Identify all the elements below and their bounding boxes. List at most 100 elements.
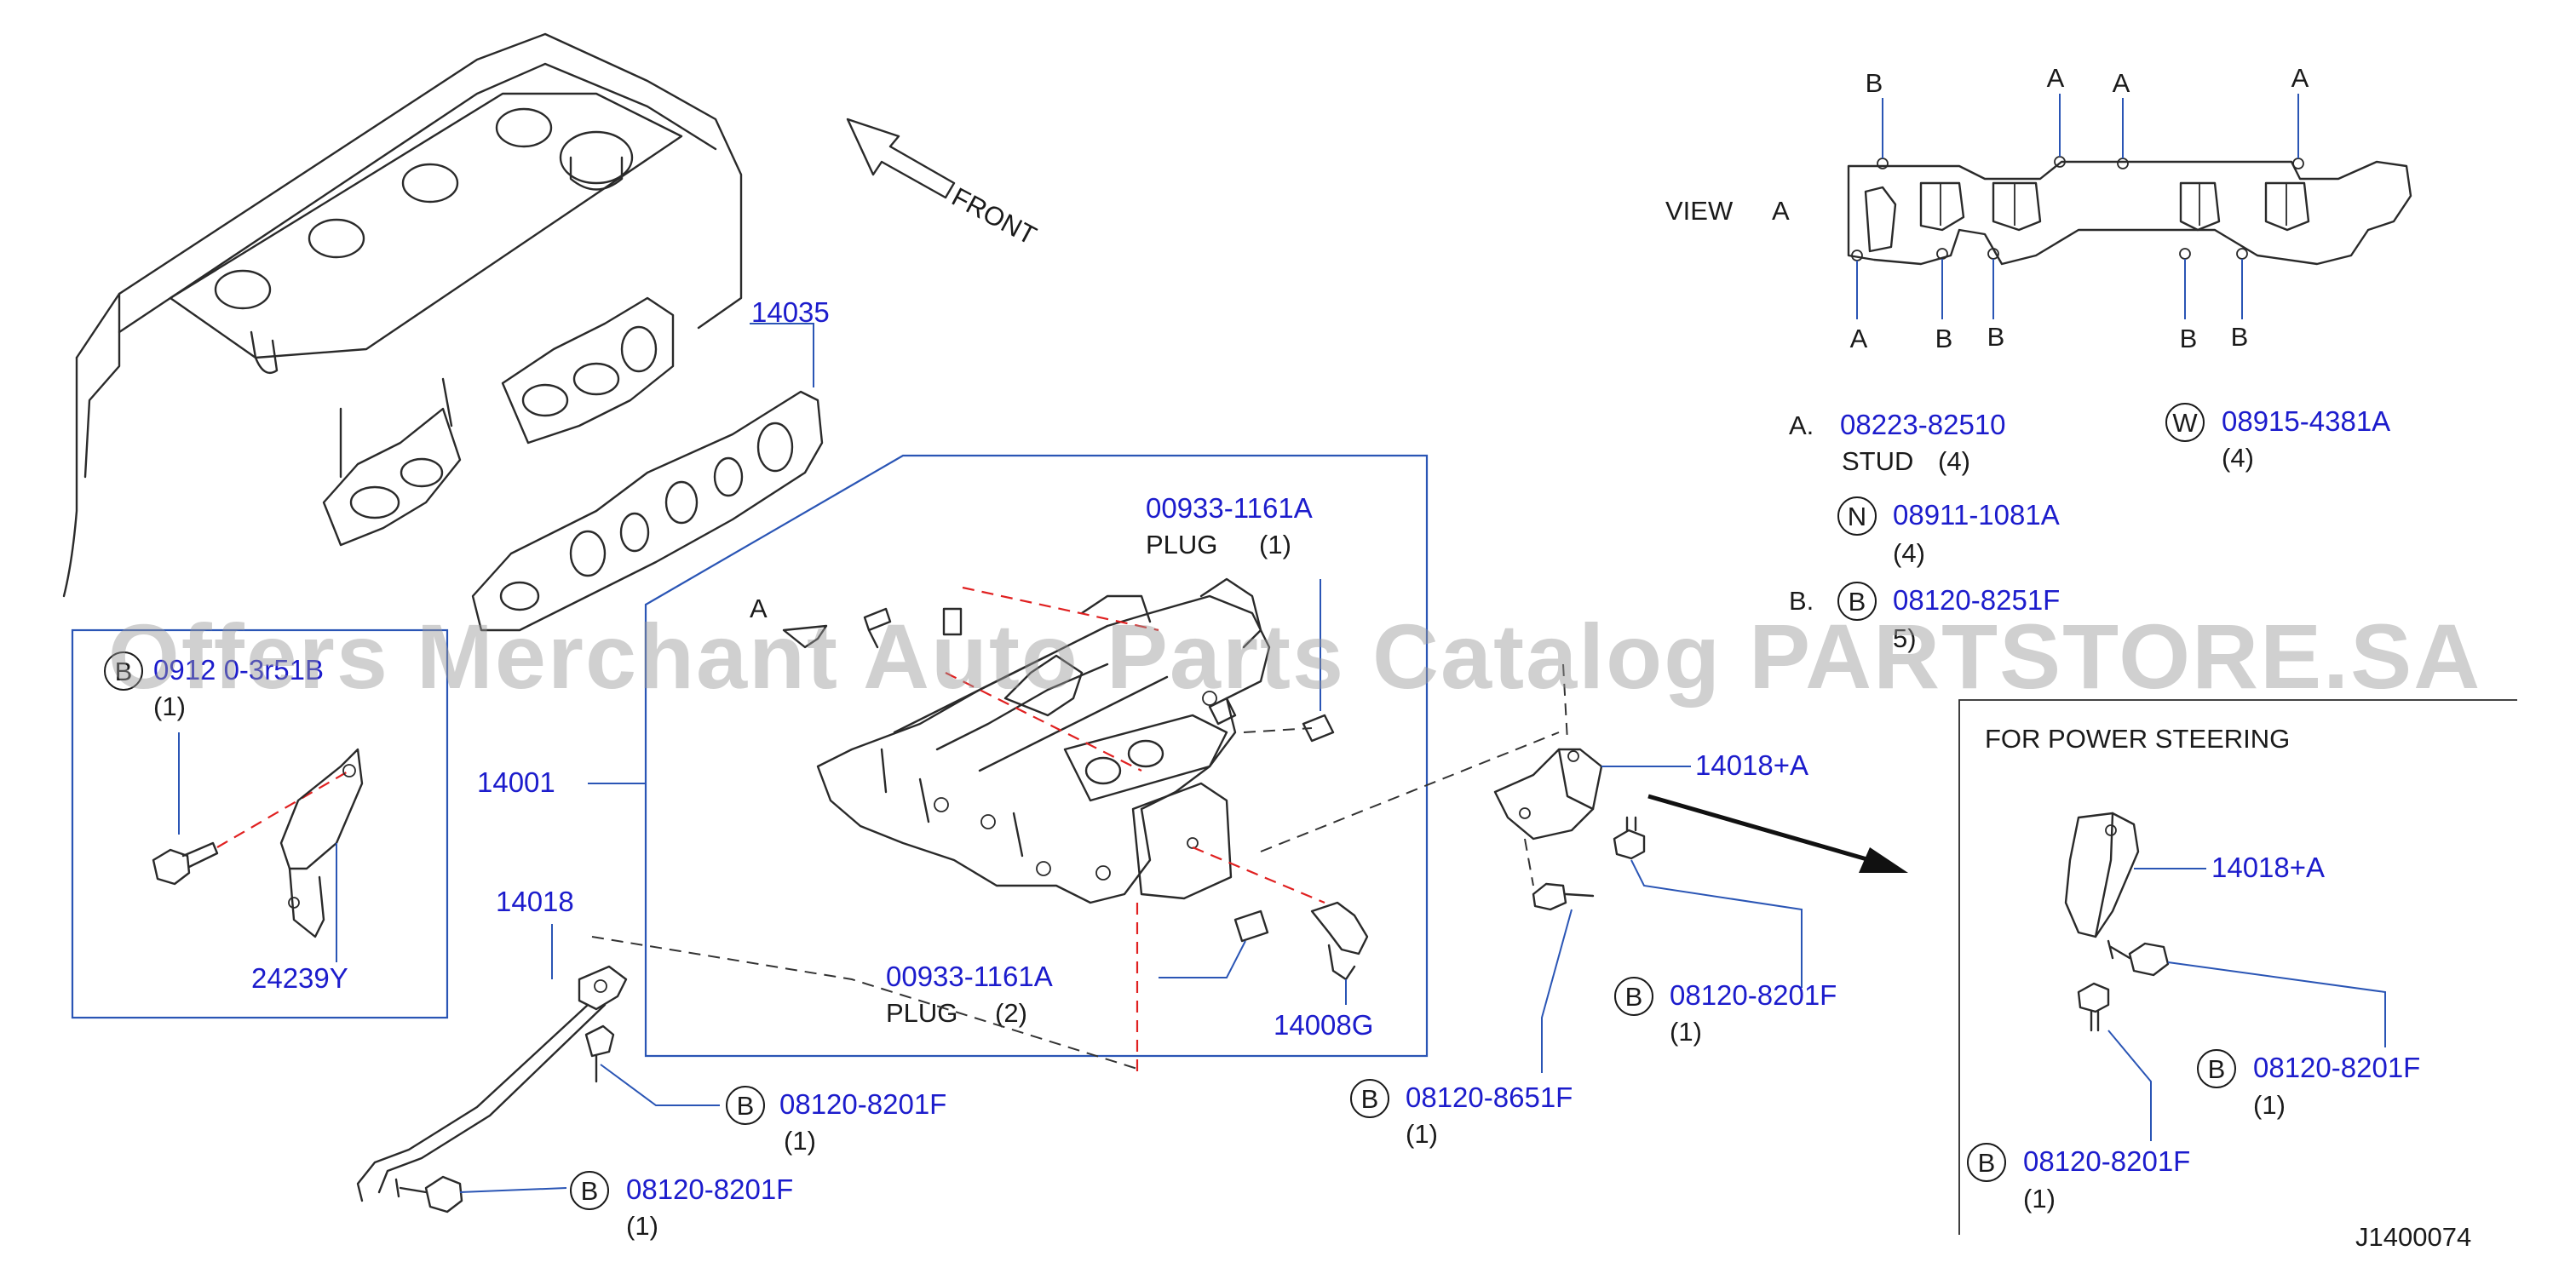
- legend-w-circle: [2165, 403, 2205, 442]
- stay-drawing: [356, 965, 628, 1213]
- intake-manifold-drawing: [782, 577, 1369, 981]
- align-line-1: [962, 586, 1159, 632]
- power-steering-title: FOR POWER STEERING: [1985, 724, 2290, 754]
- stay-upper-bolt-symbol: B: [737, 1091, 755, 1121]
- left-bolt-qty: (1): [153, 691, 186, 721]
- bracket-long-bolt-circle: [1350, 1079, 1389, 1118]
- power-steering-lower-bolt-part-number: 08120-8201F: [2023, 1145, 2190, 1177]
- stay-lower-bolt-symbol: B: [581, 1176, 599, 1206]
- bracket-long-bolt-leader: [1541, 909, 1573, 1073]
- view-top-label-3: A: [2113, 68, 2130, 98]
- stay-lower-bolt-circle: [570, 1171, 609, 1210]
- left-bolt-drawing: [152, 841, 219, 886]
- view-title: VIEW: [1665, 196, 1734, 226]
- bracket-right-bolt-part-number: 08120-8201F: [1670, 979, 1837, 1011]
- view-bottom-label-3: B: [1987, 322, 2005, 352]
- power-steering-box: [1958, 699, 2517, 1235]
- front-arrow-icon: [846, 118, 956, 199]
- view-top-label-2: A: [2047, 63, 2065, 93]
- bracket-dash-3: [1524, 838, 1534, 886]
- bracket-dash-1: [1260, 732, 1560, 852]
- view-top-label-1: B: [1866, 68, 1883, 98]
- power-steering-upper-bolt-symbol: B: [2208, 1054, 2226, 1084]
- power-steering-bracket-part-number: 14018+A: [2211, 852, 2325, 883]
- view-a-gasket-drawing: [1847, 156, 2412, 266]
- legend-w-symbol: W: [2172, 408, 2198, 438]
- view-a-arrow-label: A: [750, 594, 768, 623]
- gasket-drawing: [471, 390, 824, 632]
- power-steering-lower-bolt-qty: (1): [2023, 1184, 2056, 1213]
- bracket-long-bolt-symbol: B: [1361, 1084, 1379, 1114]
- power-steering-lower-bolt-circle: [1967, 1143, 2006, 1182]
- legend-w-part-number: 08915-4381A: [2222, 405, 2390, 437]
- legend-b-key: B.: [1789, 586, 1814, 616]
- power-steering-upper-bolt-qty: (1): [2253, 1090, 2286, 1120]
- plug-top-qty: (1): [1259, 530, 1291, 559]
- view-title-letter: A: [1772, 196, 1790, 226]
- left-bracket-part-number: 24239Y: [251, 962, 348, 994]
- plug-top-part-number: 00933-1161A: [1146, 492, 1313, 524]
- plug-top-name: PLUG: [1146, 530, 1217, 559]
- bracket-right-bolt-symbol: B: [1625, 982, 1643, 1012]
- front-label: FRONT: [947, 181, 1042, 250]
- plug-bottom-qty: (2): [995, 998, 1027, 1028]
- legend-w-qty: (4): [2222, 443, 2254, 473]
- legend-b-qty: 5): [1893, 623, 1917, 653]
- power-steering-arrow-icon: [1647, 794, 1908, 873]
- view-bottom-label-2: B: [1935, 324, 1953, 353]
- view-top-label-4: A: [2291, 63, 2309, 93]
- legend-a-qty: (4): [1938, 446, 1970, 476]
- power-steering-upper-bolt-leader: [2167, 961, 2386, 1047]
- left-bolt-symbol-circle: [104, 651, 143, 691]
- hose-part-number: 14008G: [1274, 1009, 1373, 1041]
- bracket-long-bolt-qty: (1): [1406, 1119, 1438, 1149]
- power-steering-upper-bolt-part-number: 08120-8201F: [2253, 1052, 2420, 1083]
- bracket-a-drawing: [1493, 748, 1646, 911]
- bracket-right-bolt-leader: [1630, 859, 1803, 988]
- legend-n-symbol: N: [1848, 502, 1866, 531]
- bracket-a-part-number: 14018+A: [1695, 749, 1808, 781]
- legend-a-name: STUD: [1842, 446, 1913, 476]
- gasket-part-number: 14035: [751, 296, 830, 328]
- plug-bottom-leader: [1159, 940, 1246, 978]
- legend-n-qty: (4): [1893, 538, 1925, 568]
- stay-lower-bolt-part-number: 08120-8201F: [626, 1173, 793, 1205]
- diagram-code: J1400074: [2355, 1222, 2471, 1252]
- engine-head-drawing: [62, 32, 743, 598]
- legend-n-part-number: 08911-1081A: [1893, 499, 2060, 531]
- align-line-2: [945, 672, 1142, 772]
- legend-b-part-number: 08120-8251F: [1893, 584, 2060, 616]
- left-bolt-part-number: 0912 0-3r51B: [153, 654, 324, 686]
- gasket-leader: [750, 323, 814, 387]
- align-line-3: [1192, 846, 1325, 904]
- stay-lower-bolt-leader: [459, 1187, 567, 1193]
- manifold-part-number: 14001: [477, 766, 555, 798]
- legend-n-circle: [1837, 496, 1877, 536]
- plug-bottom-part-number: 00933-1161A: [886, 961, 1053, 992]
- view-bottom-label-4: B: [2180, 324, 2198, 353]
- view-bottom-label-1: A: [1850, 324, 1868, 353]
- stay-upper-bolt-circle: [726, 1086, 765, 1125]
- bracket-right-bolt-qty: (1): [1670, 1017, 1702, 1047]
- legend-b-symbol: B: [1849, 587, 1866, 617]
- stay-part-number: 14018: [496, 886, 574, 917]
- left-bracket-drawing: [279, 748, 364, 938]
- stay-upper-bolt-leader: [600, 1064, 720, 1106]
- plug-bottom-name: PLUG: [886, 998, 957, 1028]
- bracket-long-bolt-part-number: 08120-8651F: [1406, 1082, 1573, 1113]
- bracket-dash-2: [1562, 663, 1568, 742]
- plug-top-dash: [1243, 727, 1313, 733]
- power-steering-lower-bolt-leader: [2107, 1030, 2152, 1141]
- legend-a-part-number: 08223-82510: [1840, 409, 2006, 440]
- power-steering-bracket-drawing: [2064, 812, 2170, 1032]
- stay-lower-bolt-qty: (1): [626, 1211, 658, 1241]
- stay-upper-bolt-part-number: 08120-8201F: [779, 1088, 946, 1120]
- stay-dash: [591, 936, 1138, 1070]
- bracket-right-bolt-circle: [1614, 977, 1653, 1016]
- manifold-group-box: [644, 454, 1429, 1058]
- left-bolt-symbol: B: [115, 657, 133, 686]
- power-steering-upper-bolt-circle: [2197, 1049, 2236, 1088]
- stay-upper-bolt-qty: (1): [784, 1126, 816, 1156]
